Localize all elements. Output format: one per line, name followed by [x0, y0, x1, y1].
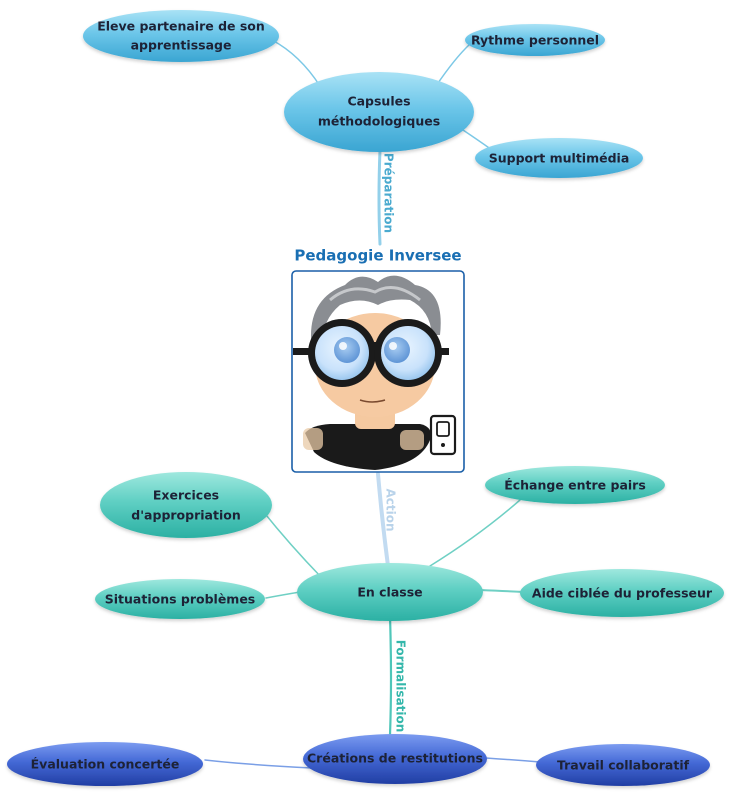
node-en-classe[interactable]: En classe — [297, 563, 483, 621]
node-text-line: Exercices — [153, 488, 219, 503]
node-text-line: Évaluation concertée — [31, 757, 180, 772]
node-text-line: Capsules — [347, 94, 410, 109]
connector-lines — [204, 39, 541, 769]
edge-label-action: Action — [384, 488, 398, 531]
edge-creations-evaluation — [204, 759, 313, 769]
node-creations-restitutions[interactable]: Créations de restitutions — [303, 734, 487, 784]
node-situations-problemes[interactable]: Situations problèmes — [95, 579, 265, 619]
node-text-line: méthodologiques — [318, 114, 440, 129]
node-text-line: Eleve partenaire de son — [97, 19, 265, 34]
edge-capsules-eleve — [271, 39, 321, 87]
teacher-illustration-icon — [293, 275, 457, 470]
node-text-line: Aide ciblée du professeur — [532, 586, 713, 601]
node-eleve-partenaire[interactable]: Eleve partenaire de son apprentissage — [83, 10, 279, 62]
edge-creations-travail — [485, 757, 541, 763]
node-text-line: Échange entre pairs — [504, 478, 646, 493]
node-text-line: apprentissage — [131, 38, 232, 53]
node-text-line: Créations de restitutions — [307, 751, 483, 766]
edge-capsules-support — [459, 127, 493, 151]
node-aide-ciblee[interactable]: Aide ciblée du professeur — [520, 569, 724, 617]
node-rythme-personnel[interactable]: Rythme personnel — [465, 24, 605, 56]
node-travail-collaboratif[interactable]: Travail collaboratif — [536, 744, 710, 786]
edge-action — [376, 472, 390, 568]
edge-formalisation — [388, 614, 393, 737]
node-support-multimedia[interactable]: Support multimédia — [475, 138, 643, 178]
node-text-line: Rythme personnel — [471, 33, 599, 48]
node-text-line: Support multimédia — [489, 151, 630, 166]
edge-enclasse-situations — [265, 591, 301, 599]
edge-enclasse-exercices — [261, 509, 323, 579]
edge-preparation — [377, 148, 382, 246]
node-evaluation-concertee[interactable]: Évaluation concertée — [7, 742, 203, 786]
node-text-line: Situations problèmes — [105, 592, 256, 607]
edge-label-formalisation: Formalisation — [394, 640, 408, 733]
edge-label-preparation: Préparation — [382, 153, 396, 233]
node-text-line: Travail collaboratif — [557, 758, 690, 773]
node-capsules-methodologiques[interactable]: Capsules méthodologiques — [284, 72, 474, 152]
node-echange-entre-pairs[interactable]: Échange entre pairs — [485, 466, 665, 504]
central-title: Pedagogie Inversee — [294, 247, 461, 265]
edge-enclasse-aide — [479, 589, 525, 593]
node-text-line: En classe — [357, 585, 422, 600]
edge-enclasse-echange — [429, 499, 521, 567]
edge-capsules-rythme — [435, 43, 471, 87]
node-text-line: d'appropriation — [131, 508, 240, 523]
node-exercices-appropriation[interactable]: Exercices d'appropriation — [100, 472, 272, 538]
